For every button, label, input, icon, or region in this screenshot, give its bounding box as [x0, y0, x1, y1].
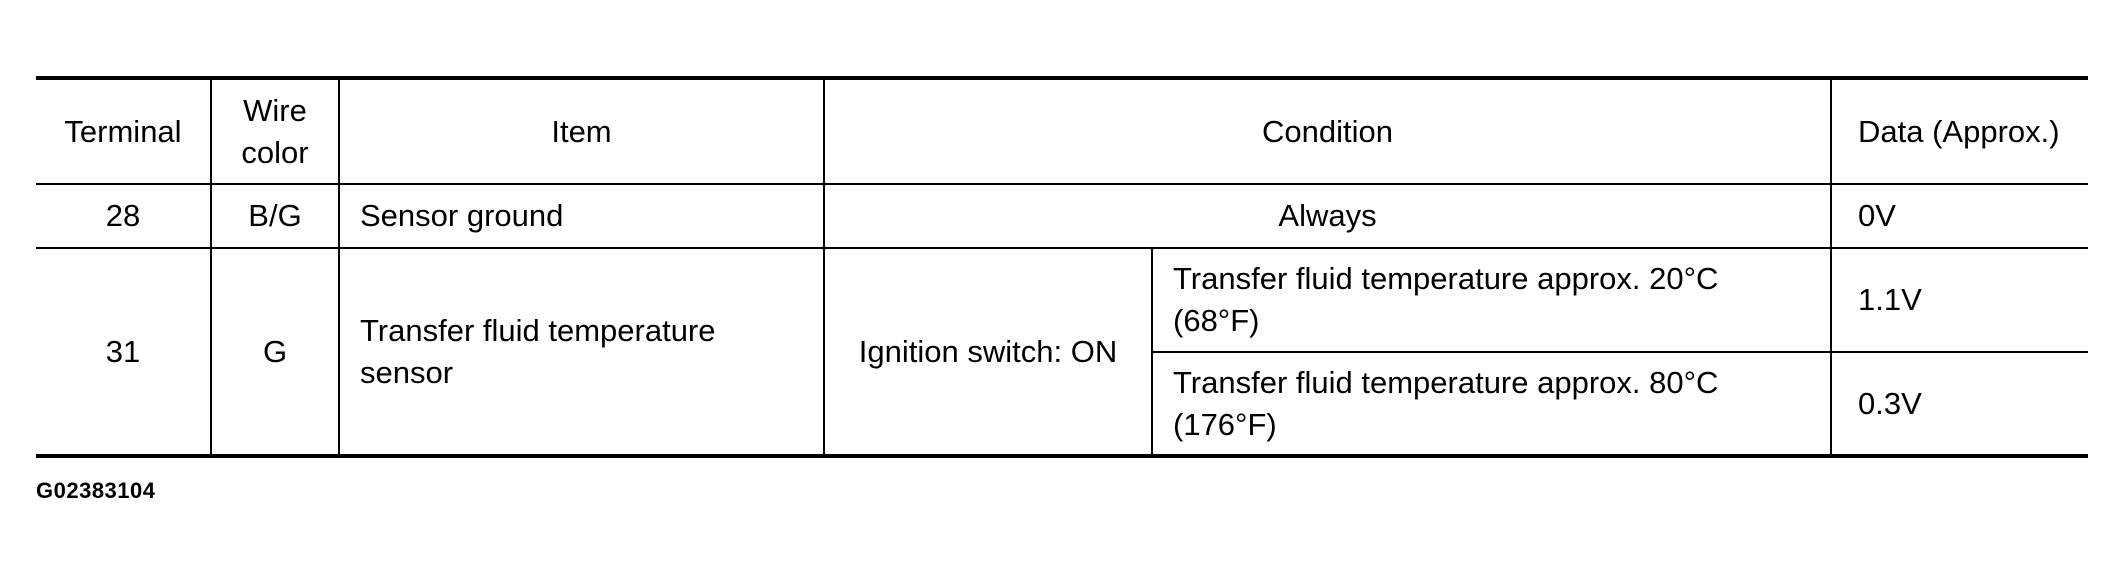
wire-color-cell: G — [210, 247, 340, 457]
data-cell: 0V — [1830, 183, 2089, 249]
data-cell: 0.3V — [1830, 351, 2089, 457]
terminal-cell: 28 — [36, 183, 212, 249]
data-cell: 1.1V — [1830, 247, 2089, 353]
table-row: Transfer fluid temperature approx. 80°C … — [36, 351, 2089, 457]
header-wire-color: Wire color — [210, 77, 340, 185]
sub-condition-cell: Transfer fluid temperature approx. 80°C … — [1152, 351, 1833, 457]
figure-id: G02383104 — [36, 478, 156, 503]
table-row: 31 G Transfer fluid temperature sensor I… — [36, 247, 2089, 457]
item-cell: Sensor ground — [338, 183, 825, 249]
terminal-cell: 31 — [36, 247, 212, 457]
table-row: 28 B/G Sensor ground Always 0V — [36, 183, 2089, 249]
header-row: Terminal Wire color Item Condition Data … — [36, 77, 2089, 185]
header-item: Item — [338, 77, 825, 185]
header-terminal: Terminal — [36, 77, 212, 185]
condition-cell: Ignition switch: ON — [823, 247, 1153, 457]
header-condition: Condition — [822, 77, 1833, 185]
terminal-data-table: Terminal Wire color Item Condition Data … — [36, 76, 2089, 458]
header-data: Data (Approx.) — [1830, 77, 2089, 185]
wire-color-cell: B/G — [210, 183, 340, 249]
item-cell: Transfer fluid temperature sensor — [338, 247, 825, 457]
sub-condition-cell: Transfer fluid temperature approx. 20°C … — [1150, 247, 1833, 353]
condition-cell: Always — [822, 183, 1833, 249]
